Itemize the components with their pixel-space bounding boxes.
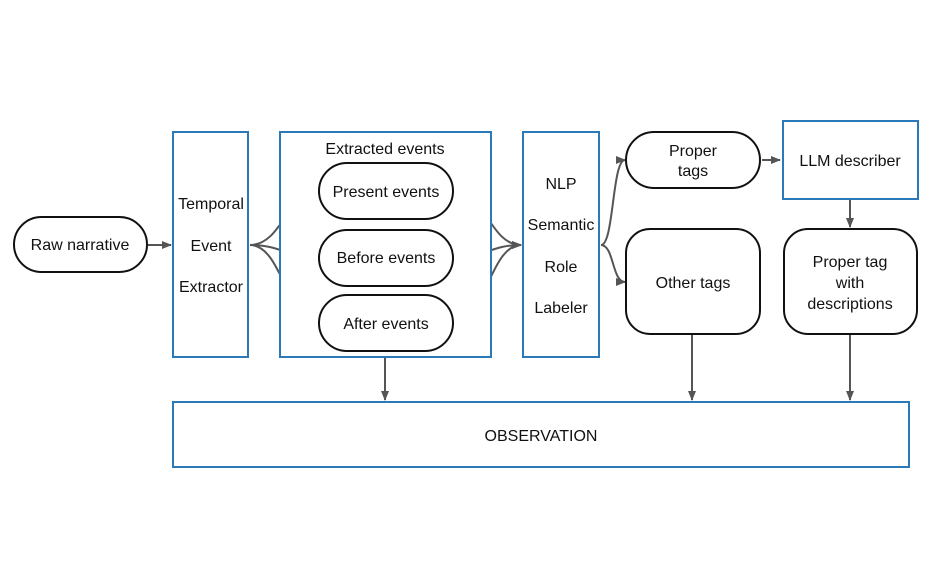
extractor-label-line3: Extractor	[179, 279, 244, 296]
node-after-events: After events	[318, 294, 454, 352]
proper-tag-desc-label-line2: with	[835, 275, 864, 292]
raw-narrative-label: Raw narrative	[31, 237, 130, 254]
before-events-label: Before events	[337, 250, 436, 267]
proper-tags-label-line2: tags	[678, 163, 708, 180]
node-proper-tag-descriptions: Proper tag with descriptions	[783, 228, 918, 335]
other-tags-label: Other tags	[656, 275, 731, 292]
arrow-srl-to-other-tags	[600, 244, 626, 286]
extractor-label-line1: Temporal	[178, 196, 244, 213]
llm-describer-label: LLM describer	[799, 153, 901, 170]
node-before-events: Before events	[318, 229, 454, 287]
node-llm-describer: LLM describer	[782, 120, 919, 200]
node-other-tags: Other tags	[625, 228, 761, 335]
srl-label-line2: Semantic	[528, 217, 595, 234]
node-srl: NLP Semantic Role Labeler	[522, 131, 600, 358]
node-proper-tags: Proper tags	[625, 131, 761, 189]
arrow-srl-to-proper-tags	[600, 156, 626, 246]
node-raw-narrative: Raw narrative	[13, 216, 148, 273]
extractor-label-line2: Event	[191, 238, 232, 255]
node-present-events: Present events	[318, 162, 454, 220]
present-events-label: Present events	[333, 184, 440, 201]
srl-label-line4: Labeler	[534, 300, 588, 317]
srl-label-line1: NLP	[545, 176, 576, 193]
proper-tags-label-line1: Proper	[669, 143, 718, 160]
proper-tag-desc-label-line3: descriptions	[807, 296, 892, 313]
observation-label: OBSERVATION	[485, 428, 598, 445]
after-events-label: After events	[343, 316, 428, 333]
proper-tag-desc-label-line1: Proper tag	[813, 254, 888, 271]
node-observation: OBSERVATION	[172, 401, 910, 468]
node-temporal-event-extractor: Temporal Event Extractor	[172, 131, 249, 358]
srl-label-line3: Role	[545, 259, 578, 276]
extracted-events-title: Extracted events	[325, 141, 444, 158]
